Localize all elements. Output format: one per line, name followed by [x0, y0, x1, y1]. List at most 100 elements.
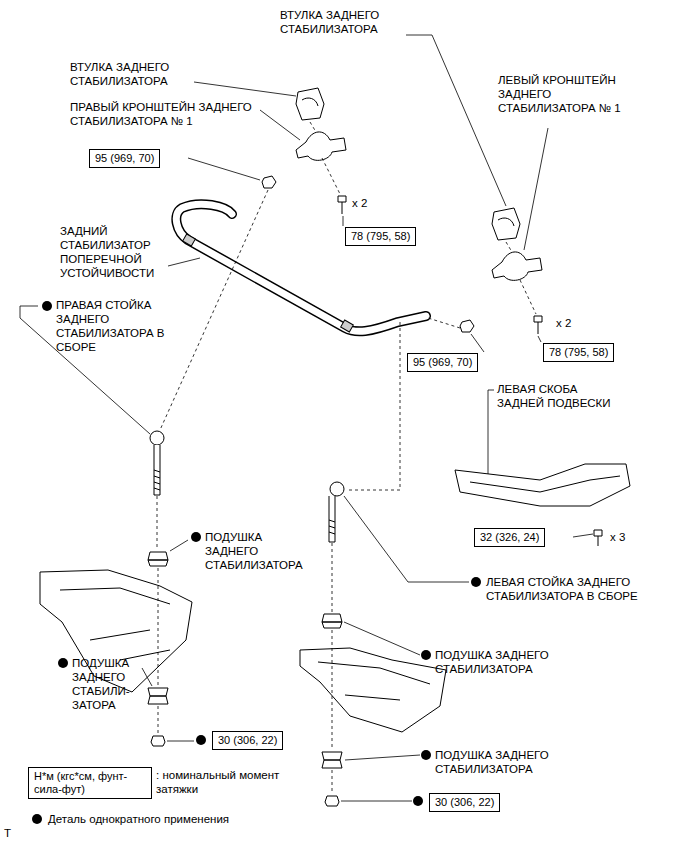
assembly-line [428, 318, 460, 328]
assembly-line [310, 122, 512, 252]
assembly-line [160, 190, 268, 430]
bracket [296, 132, 346, 160]
part-label: ЛЕВАЯ СКОБА ЗАДНЕЙ ПОДВЕСКИ [497, 382, 625, 410]
legend-item: : номинальный момент затяжки [156, 768, 306, 796]
part-label: ВТУЛКА ЗАДНЕГО СТАБИЛИЗАТОРА [280, 8, 406, 36]
single-use-dot [421, 750, 431, 760]
nut [262, 176, 276, 188]
leader-line [20, 306, 150, 434]
part-label: ПОДУШКА ЗАДНЕГО СТАБИЛИЗАТОРА [205, 530, 317, 572]
torque-box: 32 (326, 24) [474, 528, 545, 547]
cushion [322, 614, 342, 628]
arm-detail [60, 588, 170, 660]
bar-bushing-mark [341, 320, 354, 332]
part-label: ЛЕВАЯ СТОЙКА ЗАДНЕГО СТАБИЛИЗАТОРА В СБО… [486, 575, 658, 603]
part-label: ПОДУШКА ЗАДНЕГО СТАБИЛИЗАТОРА [435, 648, 571, 676]
bushing [492, 208, 520, 240]
part-label: ПРАВЫЙ КРОНШТЕЙН ЗАДНЕГО СТАБИЛИЗАТОРА №… [70, 100, 270, 128]
suspension-bracket [455, 464, 630, 506]
leader-line [343, 216, 344, 226]
single-use-dot [471, 577, 481, 587]
part-label: ПОДУШКА ЗАДНЕГО СТАБИЛИ- ЗАТОРА [72, 656, 144, 712]
torque-box: 78 (795, 58) [345, 227, 416, 246]
torque-value: 30 (306, 22) [435, 796, 494, 809]
bushing-hole [498, 218, 514, 226]
nut [151, 736, 165, 746]
leader-line [524, 128, 548, 250]
torque-value: 30 (306, 22) [218, 734, 277, 747]
leader-line [194, 82, 296, 96]
thread [329, 520, 335, 534]
torque-box: 30 (306, 22) [212, 731, 283, 750]
leader-line [471, 334, 484, 352]
torque-value: 32 (326, 24) [480, 531, 539, 544]
single-use-dot [421, 650, 431, 660]
stabilizer-bar [176, 204, 426, 331]
bracket [492, 252, 542, 280]
cushion [148, 688, 168, 704]
torque-value: 78 (795, 58) [549, 346, 608, 359]
single-use-dot [413, 796, 423, 806]
quantity-label: x 2 [352, 196, 382, 210]
quantity-label: x 2 [556, 316, 586, 330]
leader-line [406, 35, 506, 206]
part-label: T [4, 826, 24, 840]
leader-line [142, 668, 152, 686]
torque-value: 78 (795, 58) [351, 230, 410, 243]
ball-joint [330, 482, 344, 496]
bolt [594, 530, 602, 546]
nut [325, 796, 339, 806]
single-use-dot [58, 658, 68, 668]
arm-detail [318, 662, 430, 700]
leader-line [170, 540, 188, 551]
ball-joint [150, 431, 164, 445]
link-rod [329, 496, 335, 542]
leader-line [167, 741, 194, 742]
bracket-detail [470, 476, 620, 492]
legend-text: : номинальный момент затяжки [156, 769, 279, 795]
torque-box: 95 (969, 70) [407, 353, 478, 372]
legend-text: Деталь однократного применения [48, 813, 229, 825]
legend-dot-sample [32, 814, 42, 824]
assembly-line [346, 322, 400, 490]
part-label: ПОДУШКА ЗАДНЕГО СТАБИЛИЗАТОРА [435, 748, 571, 776]
leader-line [344, 496, 469, 582]
bolt [534, 316, 542, 334]
leader-line [488, 390, 494, 474]
suspension-arm [300, 648, 446, 732]
assembly-line [322, 158, 536, 314]
bar-bushing-mark [183, 234, 196, 246]
leader-line [260, 110, 300, 140]
cushion [322, 752, 342, 768]
legend-unit-box: Н*м (кгс*см, фунт-сила-фут) [28, 767, 152, 799]
part-label: ЗАДНИЙ СТАБИЛИЗАТОР ПОПЕРЕЧНОЙ УСТОЙЧИВО… [60, 224, 168, 280]
leader-line [188, 158, 260, 180]
leader-line [345, 755, 420, 760]
bolt [338, 196, 346, 214]
torque-box: 95 (969, 70) [89, 149, 160, 168]
part-label: ЛЕВЫЙ КРОНШТЕЙН ЗАДНЕГО СТАБИЛИЗАТОРА № … [498, 73, 640, 115]
bushing [296, 88, 324, 120]
leader-line [538, 336, 541, 342]
torque-box: 30 (306, 22) [429, 793, 500, 812]
assembly-line [157, 496, 158, 734]
leader-line [341, 801, 412, 802]
torque-value: Н*м (кгс*см, фунт-сила-фут) [34, 770, 146, 796]
single-use-dot [196, 735, 206, 745]
stabilizer-bar-fill [176, 204, 426, 331]
legend-item: Деталь однократного применения [48, 812, 288, 826]
quantity-label: x 3 [610, 530, 640, 544]
part-label: ВТУЛКА ЗАДНЕГО СТАБИЛИЗАТОРА [70, 60, 196, 88]
torque-value: 95 (969, 70) [95, 152, 154, 165]
part-label: ПРАВАЯ СТОЙКА ЗАДНЕГО СТАБИЛИЗАТОРА В СБ… [56, 298, 186, 354]
bushing-hole [302, 98, 318, 106]
assembly-line [332, 543, 333, 794]
leader-line [573, 534, 593, 537]
thread [154, 470, 160, 490]
link-rod [154, 445, 160, 495]
leader-line [344, 622, 420, 655]
cushion [148, 552, 168, 566]
nut [460, 320, 474, 332]
single-use-dot [191, 532, 201, 542]
